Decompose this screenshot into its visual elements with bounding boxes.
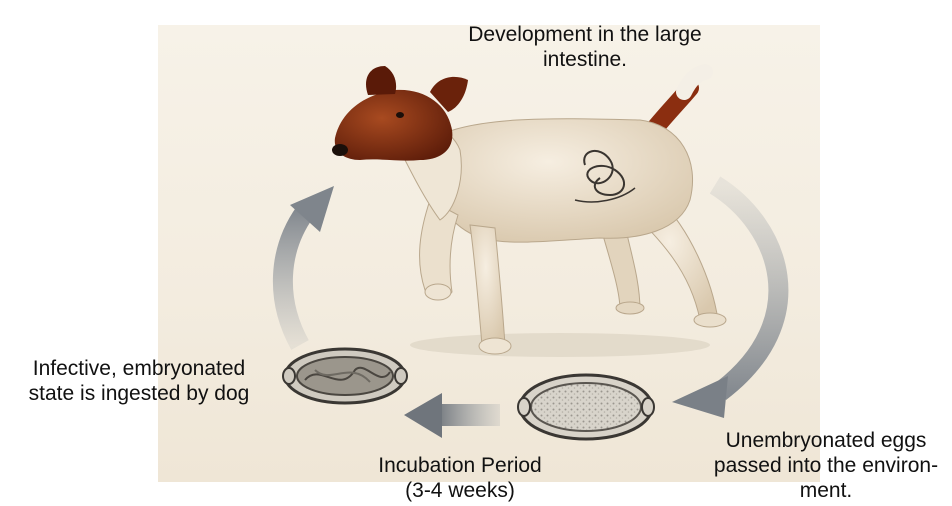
- label-incubation: Incubation Period (3-4 weeks): [348, 453, 572, 503]
- egg-unembryonated-icon: [518, 375, 654, 439]
- dog-illustration: [332, 66, 726, 357]
- label-infective: Infective, embryonated state is ingested…: [4, 356, 274, 406]
- egg-embryonated-icon: [283, 349, 407, 403]
- cycle-arrow-icon: [283, 186, 334, 345]
- cycle-arrow-icon: [404, 393, 500, 438]
- cycle-arrow-icon: [672, 185, 778, 418]
- label-unembryonated: Unembryonated eggs passed into the envir…: [700, 428, 952, 503]
- label-development: Development in the large intestine.: [440, 22, 730, 72]
